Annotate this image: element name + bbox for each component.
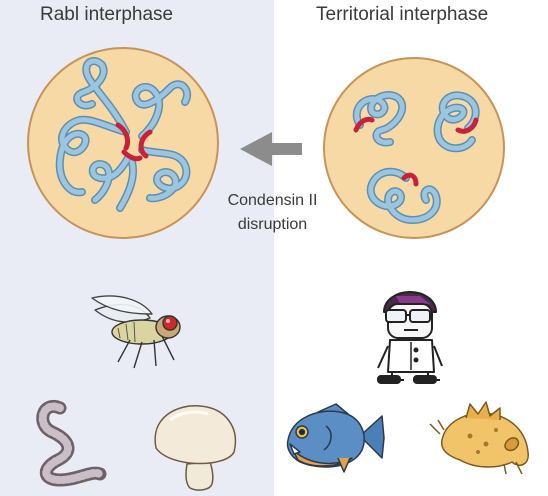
fruit-fly-icon	[91, 295, 181, 369]
piranha-fish-icon	[286, 403, 385, 473]
scientist-human-icon	[377, 291, 443, 384]
left-arrow-icon	[240, 132, 302, 166]
rabl-interphase-title: Rabl interphase	[40, 4, 174, 25]
territorial-chromosomes	[354, 92, 479, 223]
territorial-interphase-title: Territorial interphase	[316, 4, 489, 25]
sea-slug-icon	[429, 401, 529, 475]
territorial-centromeres	[353, 116, 479, 187]
territorial-nucleus	[323, 57, 505, 239]
arrow-label-line-2: disruption	[237, 216, 308, 233]
rabl-nucleus	[27, 47, 219, 239]
nematode-worm-icon	[36, 400, 107, 487]
condensin-ii-disruption-label: Condensin II disruption	[205, 189, 340, 237]
rabl-chromosomes	[57, 58, 190, 211]
arrow-label-line-1: Condensin II	[227, 192, 318, 209]
rabl-centromere-cluster	[115, 122, 153, 162]
mushroom-icon	[154, 405, 237, 491]
